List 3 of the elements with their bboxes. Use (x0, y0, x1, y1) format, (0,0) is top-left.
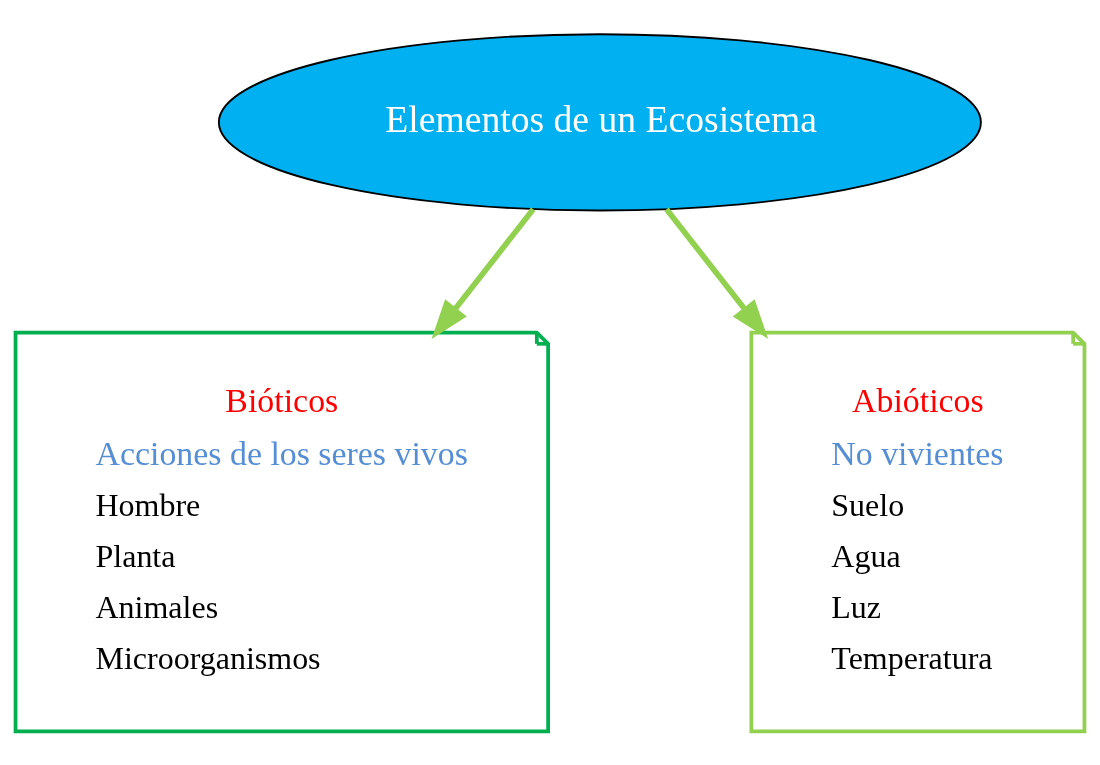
node-ellipse: Elementos de un Ecosistema (217, 32, 982, 211)
arrow (431, 207, 536, 339)
arrow (664, 207, 769, 339)
